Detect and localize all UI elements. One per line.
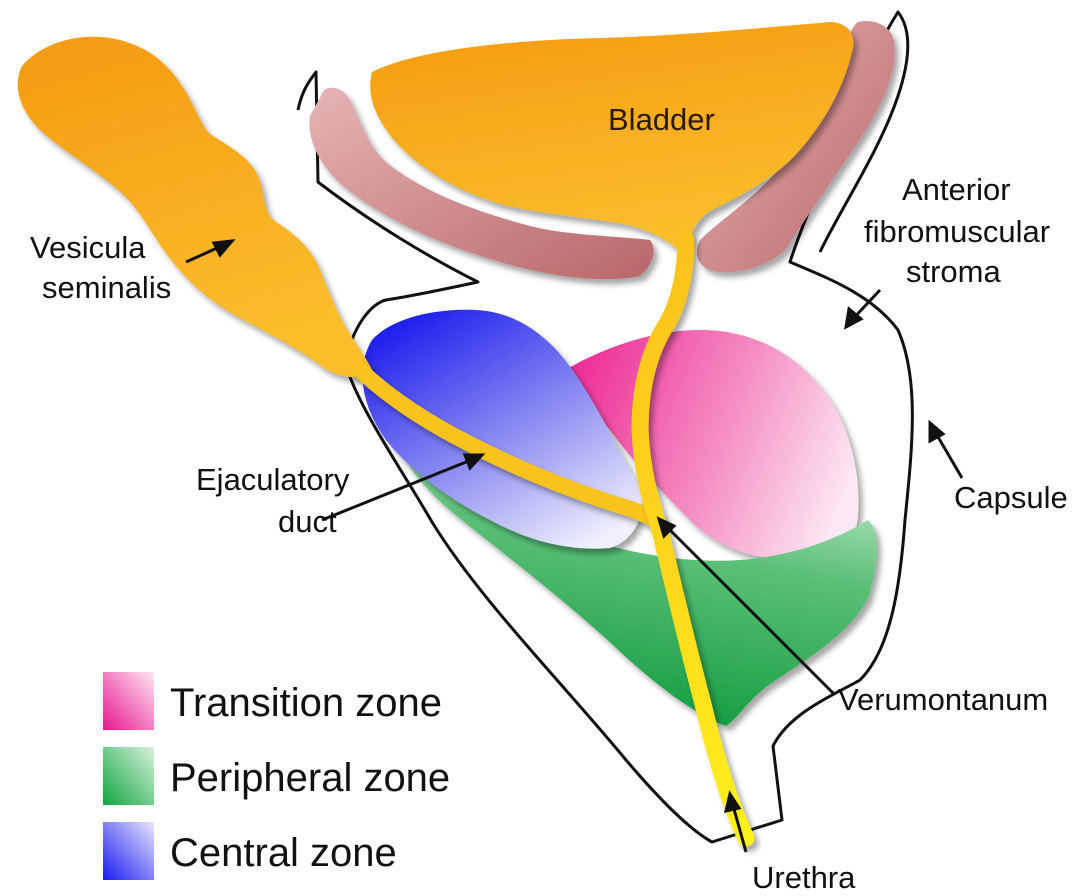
legend: Transition zone Peripheral zone Central …	[103, 672, 450, 880]
verumontanum-label: Verumontanum	[838, 682, 1048, 717]
ejaculatory-label-line1: Ejaculatory	[196, 462, 350, 497]
central-zone	[363, 310, 643, 549]
anterior-label-line3: stroma	[906, 254, 1002, 289]
vesicula-label-line2: seminalis	[42, 270, 171, 305]
legend-swatch-central	[103, 822, 154, 880]
legend-swatch-peripheral	[103, 747, 154, 805]
anterior-label-line2: fibromuscular	[864, 214, 1050, 249]
ejaculatory-label-line2: duct	[278, 504, 337, 539]
legend-label-peripheral: Peripheral zone	[170, 756, 450, 800]
capsule-arrowhead	[930, 423, 943, 441]
vesicula-label-line1: Vesicula	[30, 230, 146, 265]
bladder-label: Bladder	[608, 102, 715, 137]
urethra-label: Urethra	[752, 860, 856, 895]
anterior-label-line1: Anterior	[902, 172, 1011, 207]
capsule-label: Capsule	[954, 480, 1068, 515]
seminal-vesicle-shape	[18, 37, 374, 378]
legend-label-transition: Transition zone	[170, 681, 442, 725]
legend-swatch-transition	[103, 672, 154, 730]
legend-label-central: Central zone	[170, 831, 397, 875]
